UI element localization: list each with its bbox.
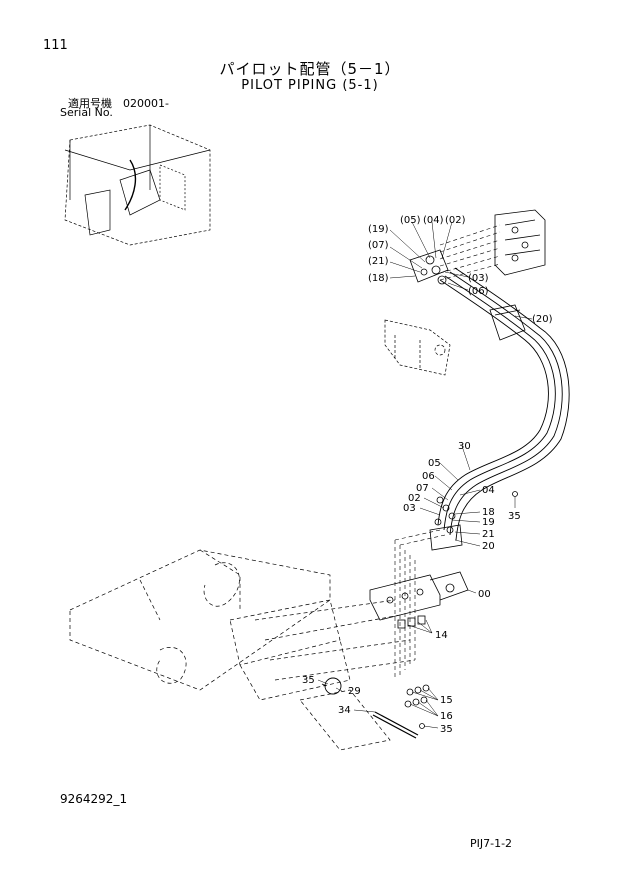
callout-34: 34: [338, 705, 351, 716]
gauge-29: [321, 677, 342, 695]
callout-03-parenthesized: (03): [468, 273, 489, 284]
callout-04: 04: [482, 485, 495, 496]
pipe-bracket-20: [489, 304, 526, 341]
callout-07: 07: [416, 483, 429, 494]
callout-05: 05: [428, 458, 441, 469]
callout-14: 14: [435, 630, 448, 641]
pilot-valve-block-00: [369, 571, 469, 621]
fittings-15-16: [404, 684, 430, 708]
serial-label-english: Serial No.: [60, 106, 113, 119]
callout-35-bottom: 35: [440, 724, 453, 735]
callout-30: 30: [458, 441, 471, 452]
fittings-14: [397, 615, 426, 629]
callout-06: 06: [422, 471, 435, 482]
callout-20-parenthesized: (20): [532, 314, 553, 325]
control-valve-upper: [494, 209, 546, 276]
pilot-hose-bundle: [437, 267, 570, 541]
page-reference: PIJ7-1-2: [470, 837, 513, 850]
document-number: 9264292_1: [60, 792, 128, 806]
rod-34: [372, 711, 419, 739]
callout-02: 02: [408, 493, 421, 504]
callout-29: 29: [348, 686, 361, 697]
machine-overview-thumbnail: [64, 124, 211, 246]
callout-18-parenthesized: (18): [368, 273, 389, 284]
bolt-35: [419, 491, 518, 729]
callout-labels: (05) (04) (02) (19) (07) (21) (18) (03) …: [302, 215, 553, 735]
callout-15: 15: [440, 695, 453, 706]
title-english: PILOT PIPING (5-1): [241, 78, 379, 93]
title-japanese: パイロット配管（5－1）: [219, 60, 401, 78]
pilot-pipes-upper-dashed: [439, 224, 501, 281]
pilot-pipes-lower-dashed: [394, 529, 446, 680]
callout-21-parenthesized: (21): [368, 256, 389, 267]
mid-fitting-cluster: [429, 496, 463, 551]
callout-19-parenthesized: (19): [368, 224, 389, 235]
callout-00: 00: [478, 589, 491, 600]
callout-19: 19: [482, 517, 495, 528]
callout-03: 03: [403, 503, 416, 514]
callout-04-parenthesized: (04): [423, 215, 444, 226]
support-bracket: [384, 319, 451, 376]
machine-frame: [69, 549, 416, 751]
callout-02-parenthesized: (02): [445, 215, 466, 226]
leader-lines: [317, 221, 533, 729]
page-number: 111: [43, 38, 68, 53]
callout-06-parenthesized: (06): [468, 286, 489, 297]
serial-label-japanese: 適用号機 020001-: [68, 97, 169, 110]
callout-21: 21: [482, 529, 495, 540]
callout-18: 18: [482, 507, 495, 518]
callout-07-parenthesized: (07): [368, 240, 389, 251]
callout-35-gauge: 35: [302, 675, 315, 686]
callout-35-right: 35: [508, 511, 521, 522]
callout-16: 16: [440, 711, 453, 722]
upper-fitting-cluster: [409, 249, 449, 285]
callout-05-parenthesized: (05): [400, 215, 421, 226]
callout-20: 20: [482, 541, 495, 552]
